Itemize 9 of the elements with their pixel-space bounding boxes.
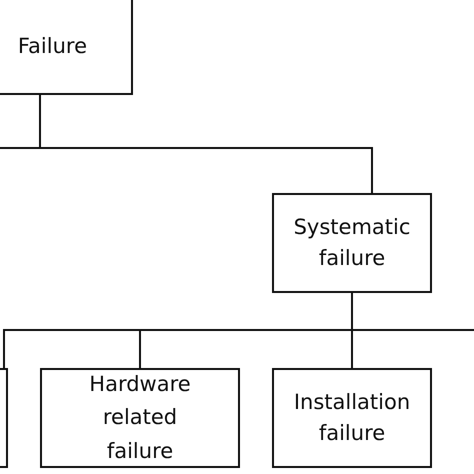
node-label: Installation failure [292, 388, 412, 447]
node-label: Failure [18, 32, 87, 60]
process-box [272, 368, 432, 468]
node-label: Systematic failure [292, 214, 412, 272]
connector-line [0, 95, 41, 149]
connector-line [351, 293, 474, 331]
process-box [40, 368, 240, 468]
process-box [272, 193, 432, 293]
node-label: Hardware related failure [88, 370, 192, 465]
